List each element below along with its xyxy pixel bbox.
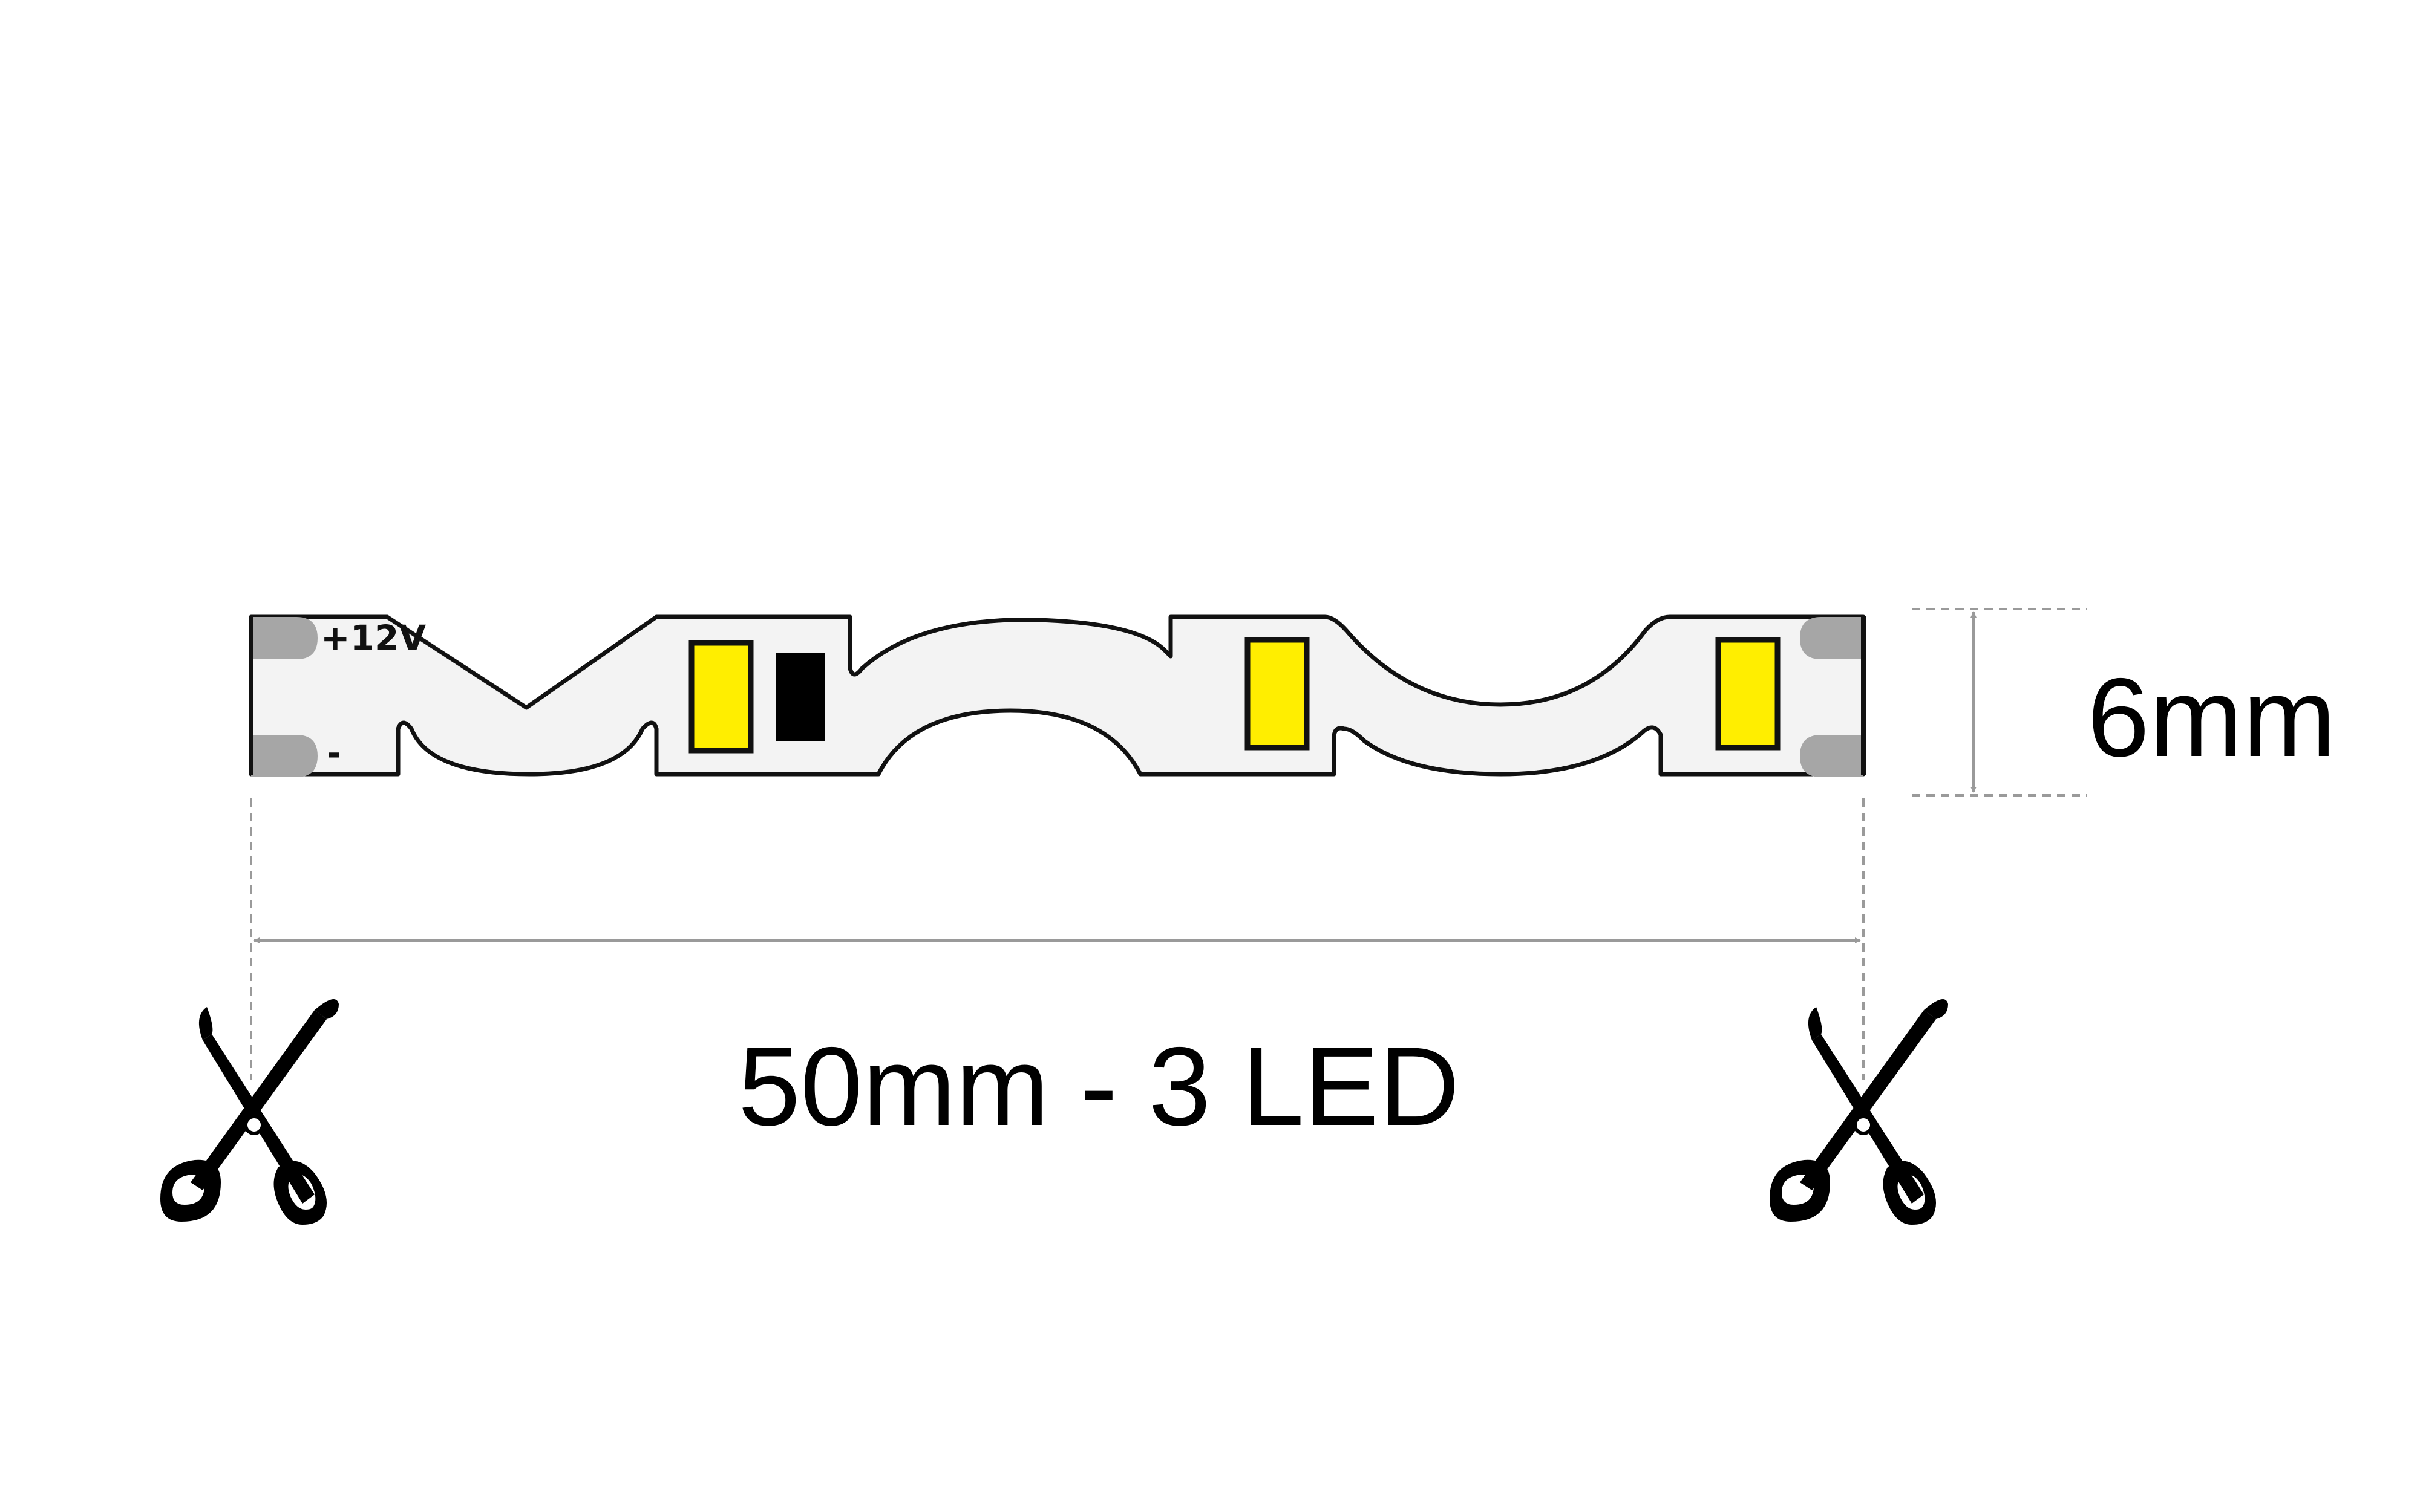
led-chip bbox=[688, 640, 754, 754]
width-dimension: 6mm bbox=[1912, 608, 2336, 797]
scissors-icon bbox=[160, 999, 339, 1225]
solder-pad bbox=[1800, 617, 1863, 659]
led-strip: +12V - bbox=[249, 614, 1866, 777]
length-label: 50mm - 3 LED bbox=[738, 1025, 1460, 1149]
width-label: 6mm bbox=[2087, 656, 2336, 780]
positive-label: +12V bbox=[321, 618, 426, 659]
solder-pad bbox=[251, 617, 318, 659]
led-chip bbox=[1244, 637, 1310, 751]
solder-pad bbox=[251, 735, 318, 777]
solder-pad bbox=[1800, 735, 1863, 777]
led-chip bbox=[1715, 637, 1781, 751]
length-dimension: 50mm - 3 LED bbox=[250, 798, 1865, 1149]
resistor bbox=[776, 653, 825, 741]
scissors-icon bbox=[1770, 999, 1948, 1225]
strip-outline bbox=[249, 614, 1866, 777]
negative-label: - bbox=[327, 732, 341, 774]
